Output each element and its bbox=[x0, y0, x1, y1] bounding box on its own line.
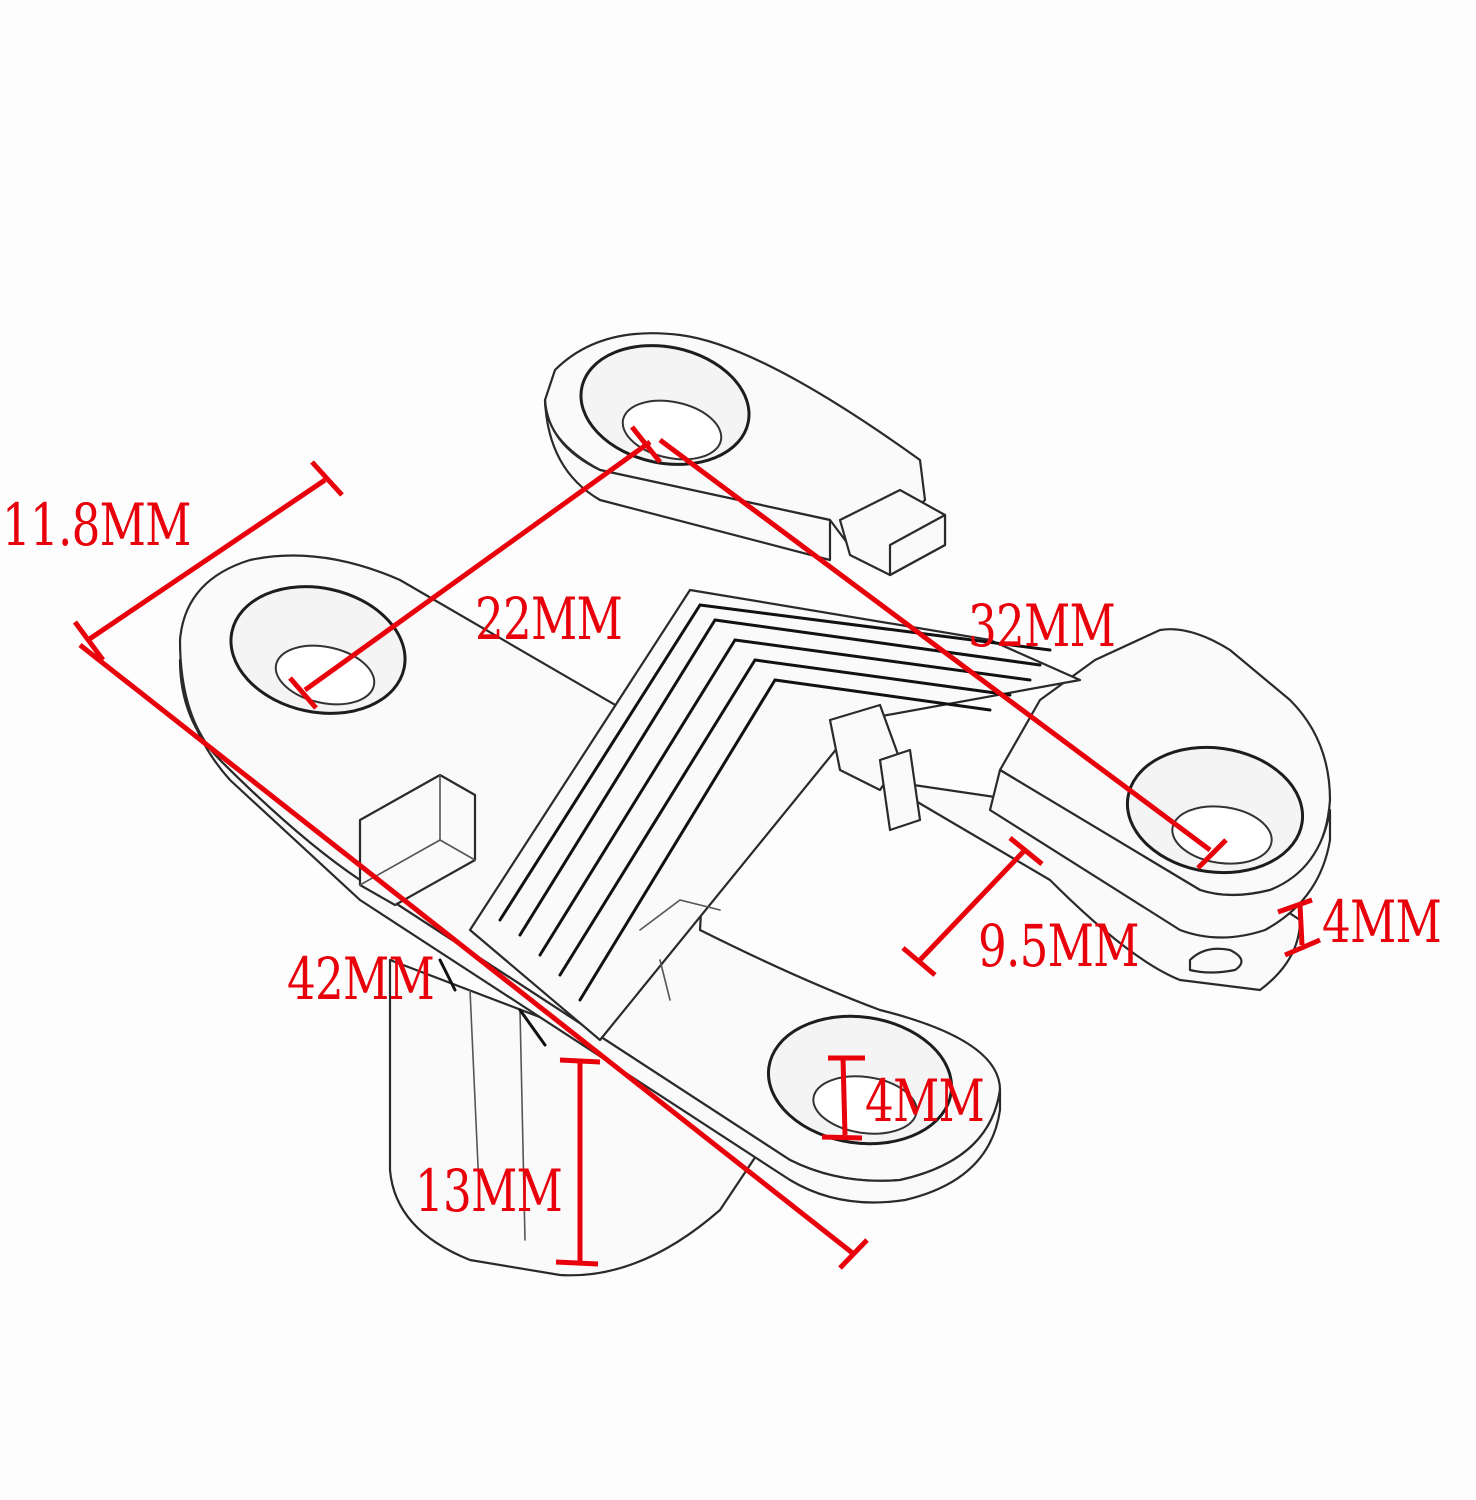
right-lower-body bbox=[878, 778, 1302, 992]
label-hole-spacing-long: 32MM bbox=[968, 592, 1116, 660]
screw-hole-right bbox=[1125, 745, 1305, 875]
dim-line-width bbox=[86, 477, 327, 643]
label-total-length: 42MM bbox=[287, 945, 435, 1013]
dim-line-9-5 bbox=[918, 848, 1027, 962]
dim-line-hole bbox=[840, 1057, 848, 1136]
dim-line-42 bbox=[78, 643, 857, 1257]
label-body-width: 9.5MM bbox=[978, 912, 1139, 980]
label-thickness: 4MM bbox=[1322, 888, 1442, 956]
label-width: 11.8MM bbox=[2, 491, 191, 559]
dim-line-22 bbox=[303, 439, 652, 693]
lower-body-block bbox=[388, 958, 762, 1277]
label-hole-diameter: 4MM bbox=[865, 1067, 985, 1135]
hinge-arms bbox=[438, 588, 1082, 1047]
label-body-depth: 13MM bbox=[415, 1157, 563, 1225]
dim-line-thickness bbox=[1297, 904, 1305, 946]
label-hole-spacing-short: 22MM bbox=[475, 585, 623, 653]
side-slot bbox=[1188, 947, 1243, 974]
screw-hole-bottom bbox=[766, 1014, 954, 1146]
dimension-lines bbox=[72, 425, 1321, 1270]
dim-line-32 bbox=[658, 437, 1212, 853]
